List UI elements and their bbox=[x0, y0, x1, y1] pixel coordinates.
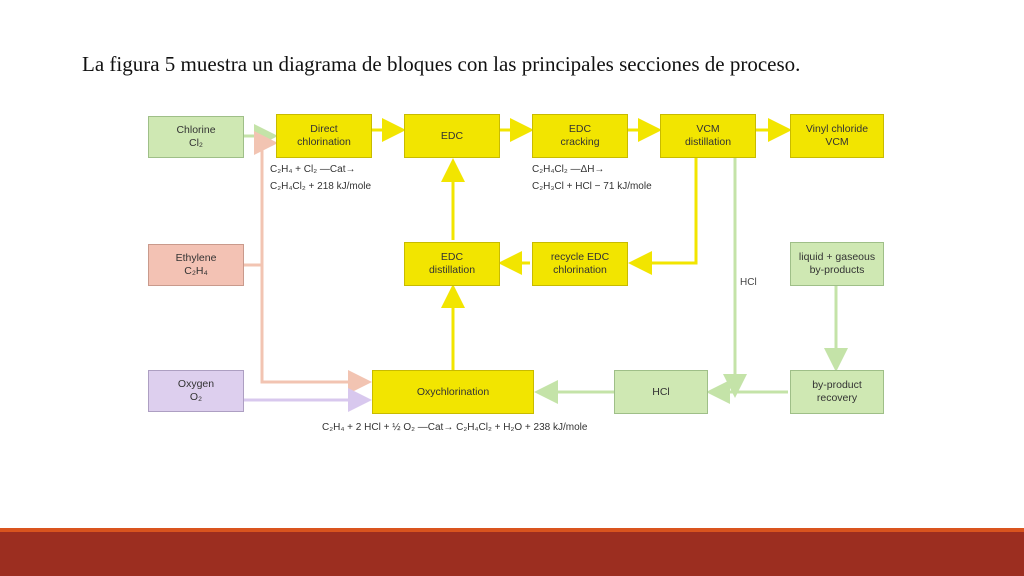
hcl-box: HCl bbox=[614, 370, 708, 414]
oxychlorination-label: Oxychlorination bbox=[416, 385, 490, 398]
recycle-edc-line2: chlorination bbox=[553, 264, 607, 276]
liquid-gaseous-line2: by-products bbox=[809, 264, 865, 276]
oxygen-box: Oxygen O₂ bbox=[148, 370, 244, 412]
direct-equation-line2: C₂H₄Cl₂ + 218 kJ/mole bbox=[270, 181, 372, 192]
vcm-distillation-line1: VCM bbox=[696, 123, 720, 135]
byproduct-recovery-line2: recovery bbox=[816, 392, 858, 404]
byproduct-recovery-line1: by-product bbox=[812, 379, 862, 391]
edc-distillation-line2: distillation bbox=[428, 264, 476, 276]
arrow-ethylene-oxy bbox=[260, 265, 372, 394]
chlorine-label: Chlorine bbox=[176, 124, 216, 136]
oxychlorination-box: Oxychlorination bbox=[372, 370, 534, 414]
footer-bar bbox=[0, 532, 1024, 576]
edc-label: EDC bbox=[440, 129, 464, 142]
edc-box: EDC bbox=[404, 114, 500, 158]
cracking-equation-line1: C₂H₄Cl₂ ―ΔH→ bbox=[532, 164, 605, 175]
footer-accent-bar bbox=[0, 528, 1024, 534]
direct-chlorination-line2: chlorination bbox=[297, 136, 351, 148]
ethylene-label: Ethylene bbox=[175, 252, 217, 264]
arrow-vcm-hcl bbox=[733, 158, 737, 394]
oxygen-label: Oxygen bbox=[177, 378, 215, 390]
ethylene-formula: C₂H₄ bbox=[184, 265, 208, 277]
liquid-gaseous-box: liquid + gaseous by-products bbox=[790, 242, 884, 286]
arrow-vcm-recycle bbox=[628, 158, 698, 275]
slide-heading: La figura 5 muestra un diagrama de bloqu… bbox=[82, 52, 801, 76]
vinyl-chloride-line1: Vinyl chloride bbox=[805, 123, 869, 135]
recycle-edc-box: recycle EDC chlorination bbox=[532, 242, 628, 286]
vcm-distillation-line2: distillation bbox=[684, 136, 732, 148]
oxy-equation: C₂H₄ + 2 HCl + ½ O₂ ―Cat→ C₂H₄Cl₂ + H₂O … bbox=[322, 422, 588, 433]
byproduct-recovery-box: by-product recovery bbox=[790, 370, 884, 414]
edc-cracking-line1: EDC bbox=[568, 123, 592, 135]
vinyl-chloride-line2: VCM bbox=[825, 136, 849, 148]
hcl-line-label: HCl bbox=[740, 277, 757, 288]
cracking-equation-line2: C₂H₃Cl + HCl − 71 kJ/mole bbox=[532, 181, 652, 192]
direct-chlorination-line1: Direct bbox=[310, 123, 338, 135]
direct-chlorination-box: Direct chlorination bbox=[276, 114, 372, 158]
direct-equation-line1: C₂H₄ + Cl₂ ―Cat→ bbox=[270, 164, 356, 175]
liquid-gaseous-line1: liquid + gaseous bbox=[798, 251, 876, 263]
arrow-ethylene-direct bbox=[244, 131, 278, 267]
ethylene-box: Ethylene C₂H₄ bbox=[148, 244, 244, 286]
chlorine-formula: Cl₂ bbox=[189, 137, 203, 149]
edc-distillation-line1: EDC bbox=[440, 251, 464, 263]
edc-cracking-line2: cracking bbox=[560, 136, 600, 148]
hcl-box-label: HCl bbox=[652, 385, 670, 398]
recycle-edc-line1: recycle EDC bbox=[550, 251, 610, 263]
edc-cracking-box: EDC cracking bbox=[532, 114, 628, 158]
oxygen-formula: O₂ bbox=[189, 391, 203, 403]
vinyl-chloride-box: Vinyl chloride VCM bbox=[790, 114, 884, 158]
chlorine-box: Chlorine Cl₂ bbox=[148, 116, 244, 158]
edc-distillation-box: EDC distillation bbox=[404, 242, 500, 286]
vcm-distillation-box: VCM distillation bbox=[660, 114, 756, 158]
